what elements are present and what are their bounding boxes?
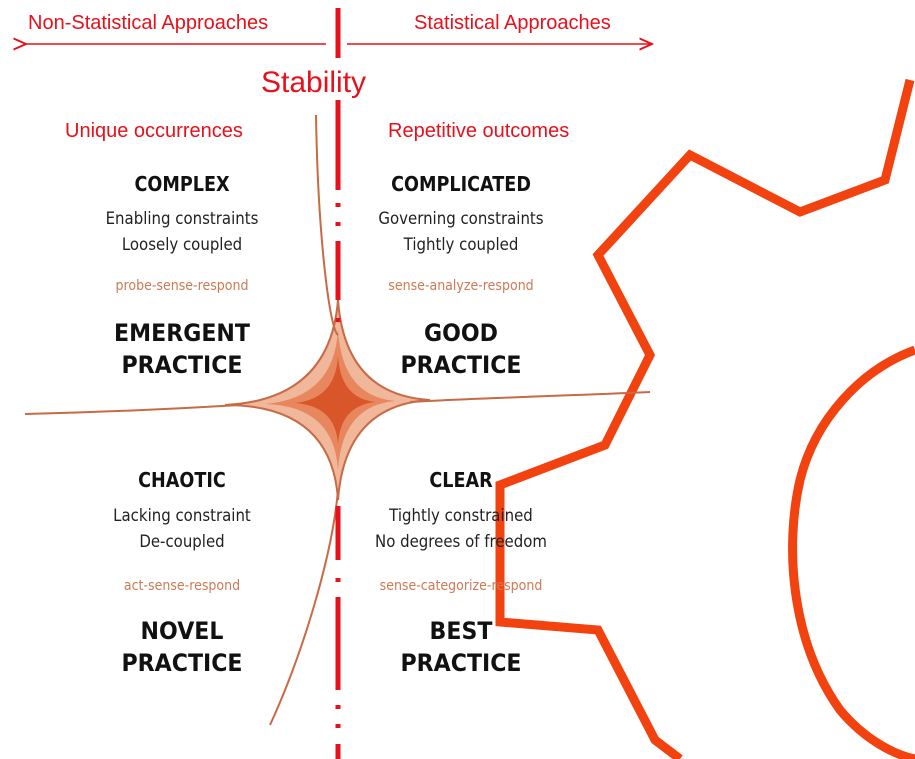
cusp-shape [24,114,651,726]
complex-title: COMPLEX [134,172,230,196]
complex-practice-line-2: PRACTICE [121,351,243,379]
non-statistical-approaches-label: Non-Statistical Approaches [28,12,269,34]
unique-occurrences-label: Unique occurrences [65,120,243,142]
clear-practice-line-2: PRACTICE [400,649,522,677]
repetitive-outcomes-label: Repetitive outcomes [388,120,570,142]
clear-title: CLEAR [429,468,493,492]
chaotic-practice: NOVEL PRACTICE [62,615,301,679]
complicated-desc-line-2: Tightly coupled [403,235,519,255]
chaotic-practice-line-2: PRACTICE [121,649,243,677]
complicated-practice-line-1: GOOD [423,319,499,347]
statistical-approaches-label: Statistical Approaches [414,12,611,34]
complicated-title: COMPLICATED [391,172,531,196]
stability-label: Stability [261,66,367,99]
complicated-practice-line-2: PRACTICE [400,351,522,379]
clear-practice: BEST PRACTICE [341,615,580,679]
complex-desc-line-2: Loosely coupled [121,235,243,255]
clear-practice-line-1: BEST [429,617,493,645]
gear-outline [495,78,915,759]
clear-desc-line-2: No degrees of freedom [375,532,547,552]
chaotic-description: Lacking constraint De-coupled [68,503,297,555]
complex-description: Enabling constraints Loosely coupled [68,206,297,258]
clear-description: Tightly constrained No degrees of freedo… [347,503,576,555]
complex-practice-line-1: EMERGENT [114,319,250,347]
complex-practice: EMERGENT PRACTICE [62,317,301,381]
complicated-description: Governing constraints Tightly coupled [347,206,576,258]
complicated-method: sense-analyze-respond [388,278,534,294]
complicated-desc-line-1: Governing constraints [378,209,544,229]
chaotic-desc-line-1: Lacking constraint [113,506,251,526]
complex-method: probe-sense-respond [115,278,249,294]
complicated-practice: GOOD PRACTICE [341,317,580,381]
chaotic-practice-line-1: NOVEL [140,617,224,645]
clear-method: sense-categorize-respond [379,578,543,594]
chaotic-desc-line-2: De-coupled [139,532,225,552]
complex-desc-line-1: Enabling constraints [105,209,259,229]
chaotic-method: act-sense-respond [123,578,241,594]
clear-desc-line-1: Tightly constrained [389,506,533,526]
chaotic-title: CHAOTIC [138,468,226,492]
